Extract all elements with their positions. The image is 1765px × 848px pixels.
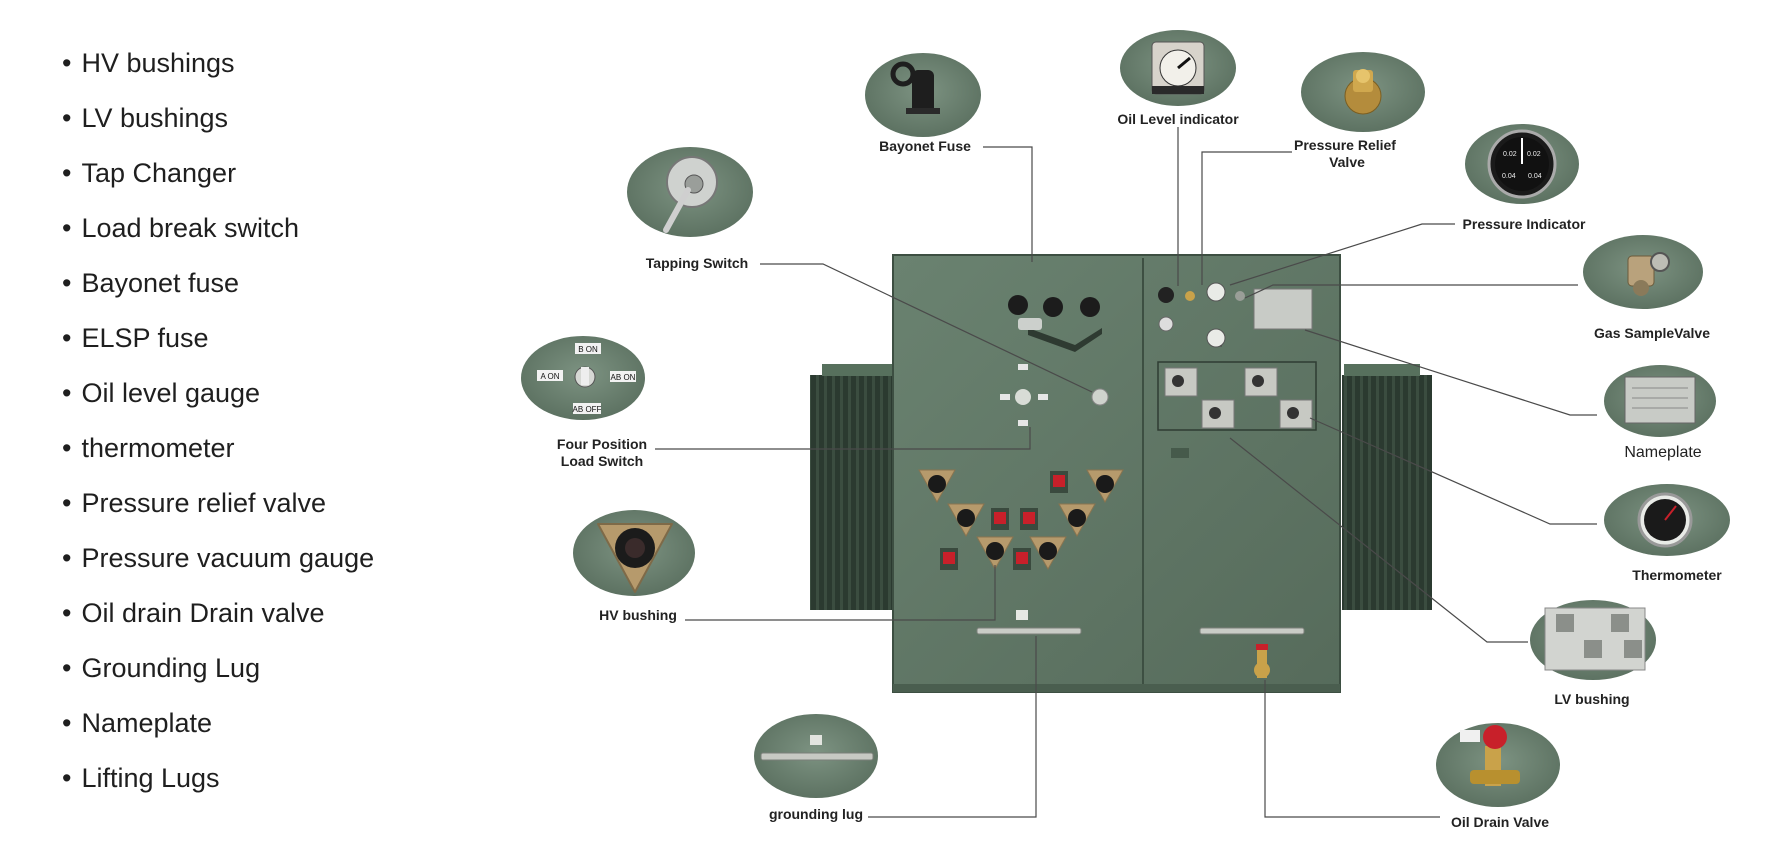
leader-line	[655, 427, 1031, 450]
callout-labels: Bayonet Fuse Oil Level indicator Pressur…	[557, 111, 1722, 830]
inset-oil-drain-valve	[1436, 723, 1560, 807]
panel-gas-sample	[1235, 291, 1245, 301]
leader-line	[760, 263, 1093, 393]
feature-item: Tap Changer	[62, 146, 374, 201]
door-handle-bracket	[1171, 448, 1189, 458]
feature-item: HV bushings	[62, 36, 374, 91]
panel-label-plate	[1016, 610, 1028, 620]
label-grounding-lug: grounding lug	[769, 806, 863, 822]
inset-pressure-indicator: 0.02 0.02 0.04 0.04	[1465, 124, 1579, 204]
panel-tapping-switch	[1091, 388, 1109, 406]
label-lv-bushing: LV bushing	[1554, 691, 1629, 707]
label-pressure-relief-valve-line2: Valve	[1329, 154, 1365, 170]
panel-gauge-small	[1158, 316, 1174, 332]
panel-load-switch	[1000, 364, 1048, 426]
right-radiator-cap	[1344, 364, 1420, 376]
leader-line	[1304, 329, 1597, 416]
label-tapping-switch: Tapping Switch	[646, 255, 748, 271]
leader-lines	[655, 127, 1597, 818]
switch-position-label: B ON	[578, 345, 598, 354]
leader-line	[1244, 284, 1578, 299]
feature-item: Oil drain Drain valve	[62, 586, 374, 641]
panel-lifting-bar	[1199, 627, 1305, 635]
feature-item: thermometer	[62, 421, 374, 476]
inset-hv-bushing	[573, 510, 695, 596]
gauge-text: 0.04	[1502, 173, 1516, 180]
inset-oil-level-indicator	[1120, 30, 1236, 106]
feature-item: Pressure vacuum gauge	[62, 531, 374, 586]
label-hv-bushing: HV bushing	[599, 607, 677, 623]
fuse-cover	[1018, 318, 1042, 330]
feature-list: HV bushings LV bushings Tap Changer Load…	[62, 36, 374, 806]
switch-position-label: A ON	[540, 372, 559, 381]
panel-nameplate	[1253, 288, 1313, 330]
feature-item: Load break switch	[62, 201, 374, 256]
gauge-text: 0.04	[1528, 173, 1542, 180]
right-radiator	[1342, 375, 1432, 610]
panel-oil-level	[1158, 287, 1174, 303]
red-fuse-holders	[940, 471, 1068, 570]
leader-line	[1229, 437, 1528, 643]
gauge-text: 0.02	[1503, 151, 1517, 158]
label-pressure-relief-valve: Pressure Relief	[1294, 137, 1396, 153]
hv-bushings	[918, 469, 1124, 571]
feature-item: ELSP fuse	[62, 311, 374, 366]
gauge-text: 0.02	[1527, 151, 1541, 158]
leader-line	[1264, 680, 1440, 818]
leader-line	[1229, 223, 1455, 286]
feature-item: Pressure relief valve	[62, 476, 374, 531]
inset-bayonet-fuse	[865, 53, 981, 137]
right-door-accessories	[1157, 282, 1317, 431]
label-thermometer: Thermometer	[1632, 567, 1722, 583]
label-oil-drain-valve: Oil Drain Valve	[1451, 814, 1549, 830]
panel-thermometer	[1206, 328, 1226, 348]
left-radiator-cap	[822, 364, 898, 376]
fuse-bracket	[1028, 328, 1102, 352]
bayonet-fuse-group	[1008, 295, 1102, 352]
left-radiator	[810, 375, 900, 610]
panel-drain-valve	[1254, 644, 1270, 678]
bayonet-fuse	[1008, 295, 1028, 315]
inset-gas-sample-valve	[1583, 235, 1703, 309]
inset-lv-bushing	[1530, 600, 1656, 680]
inset-pressure-relief-valve	[1301, 52, 1425, 132]
label-gas-sample-valve: Gas SampleValve	[1594, 325, 1710, 341]
transformer-body	[810, 254, 1432, 693]
inset-four-position-switch: B ON A ON AB ON AB OFF	[521, 336, 645, 420]
label-load-switch: Load Switch	[561, 453, 643, 469]
feature-item: Bayonet fuse	[62, 256, 374, 311]
leader-line	[983, 146, 1033, 262]
inset-tapping-switch	[627, 147, 753, 237]
label-nameplate: Nameplate	[1624, 444, 1701, 461]
leader-line	[685, 565, 996, 621]
leader-line	[1201, 151, 1292, 285]
label-oil-level-indicator: Oil Level indicator	[1117, 111, 1239, 127]
bayonet-fuse	[1080, 297, 1100, 317]
inset-thermometer	[1604, 484, 1730, 556]
bayonet-fuse	[1043, 297, 1063, 317]
feature-item: Oil level gauge	[62, 366, 374, 421]
switch-position-label: AB OFF	[573, 405, 602, 414]
feature-item: Grounding Lug	[62, 641, 374, 696]
label-bayonet-fuse: Bayonet Fuse	[879, 138, 971, 154]
panel-pressure-gauge	[1206, 282, 1226, 302]
panel-relief-valve	[1185, 291, 1195, 301]
lv-bushings	[1164, 367, 1313, 429]
leader-line	[868, 636, 1037, 818]
panel-grounding-bar	[976, 627, 1082, 635]
label-four-position: Four Position	[557, 436, 647, 452]
inset-grounding-lug	[754, 714, 878, 798]
label-pressure-indicator: Pressure Indicator	[1463, 216, 1586, 232]
leader-line	[1309, 417, 1597, 525]
lv-mounting-frame	[1157, 361, 1317, 431]
feature-item: LV bushings	[62, 91, 374, 146]
inset-nameplate	[1604, 365, 1716, 437]
feature-item: Lifting Lugs	[62, 751, 374, 806]
feature-item: Nameplate	[62, 696, 374, 751]
switch-position-label: AB ON	[611, 373, 636, 382]
cabinet-base	[893, 684, 1340, 692]
